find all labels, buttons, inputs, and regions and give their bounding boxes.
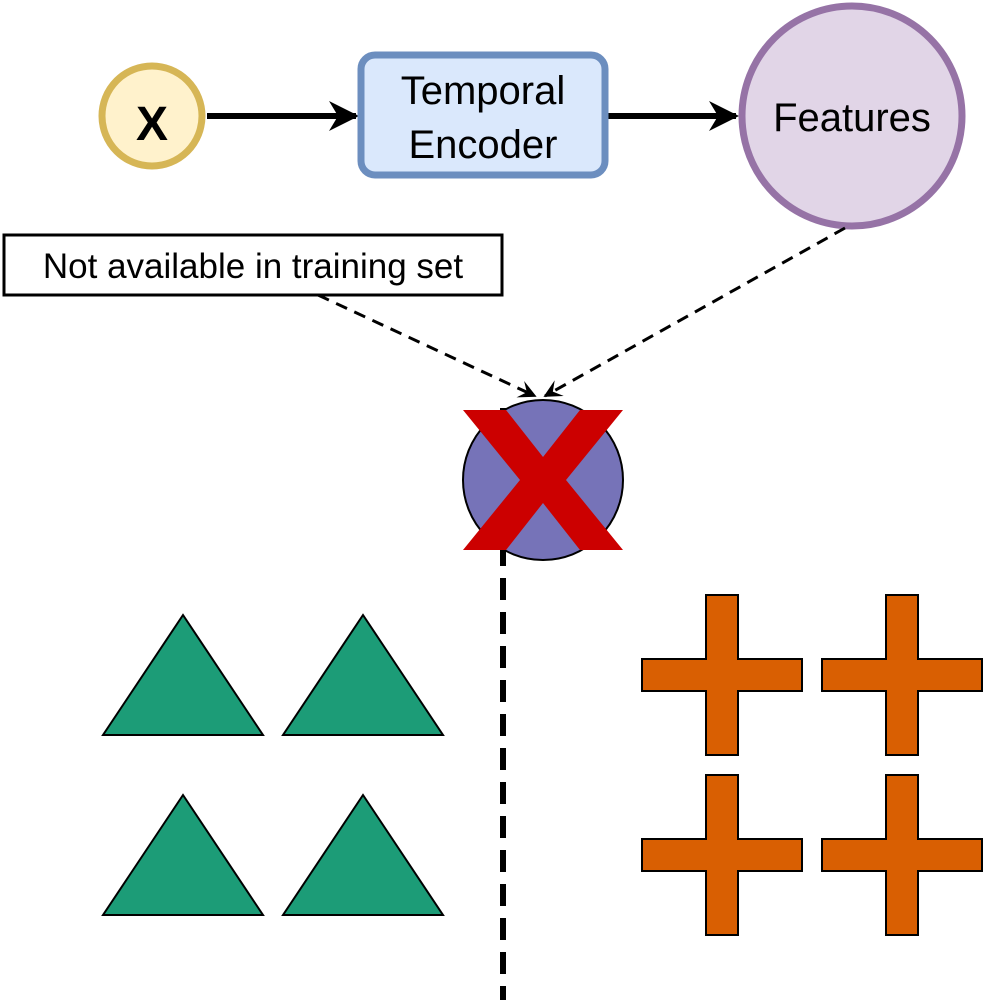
features-label: Features xyxy=(773,96,931,140)
triangle-icon xyxy=(281,793,445,916)
plus-cross-icon xyxy=(821,774,983,936)
dashed-arrow-callout-to-point xyxy=(317,293,537,398)
features-circle xyxy=(738,2,966,230)
triangle-icon xyxy=(101,793,265,916)
encoder-label-line2: Encoder xyxy=(409,123,558,167)
dashed-arrow-features-to-point xyxy=(543,226,846,398)
callout-box xyxy=(2,233,504,297)
cross-class-group xyxy=(641,594,983,936)
encoder-label-line1: Temporal xyxy=(401,69,566,113)
triangle-icon xyxy=(281,613,445,736)
input-circle xyxy=(98,62,206,170)
encoder-box xyxy=(357,51,609,179)
temporal-encoder-node: Temporal Encoder xyxy=(357,51,609,179)
input-node: X xyxy=(98,62,206,170)
plus-cross-icon xyxy=(641,774,803,936)
features-node: Features xyxy=(738,2,966,230)
plus-cross-icon xyxy=(821,594,983,756)
callout-not-available: Not available in training set xyxy=(2,233,504,297)
input-label: X xyxy=(136,98,168,151)
red-x-icon xyxy=(463,410,623,550)
triangle-icon xyxy=(101,613,265,736)
plus-cross-icon xyxy=(641,594,803,756)
callout-label: Not available in training set xyxy=(43,247,464,286)
triangle-class-group xyxy=(101,613,445,916)
